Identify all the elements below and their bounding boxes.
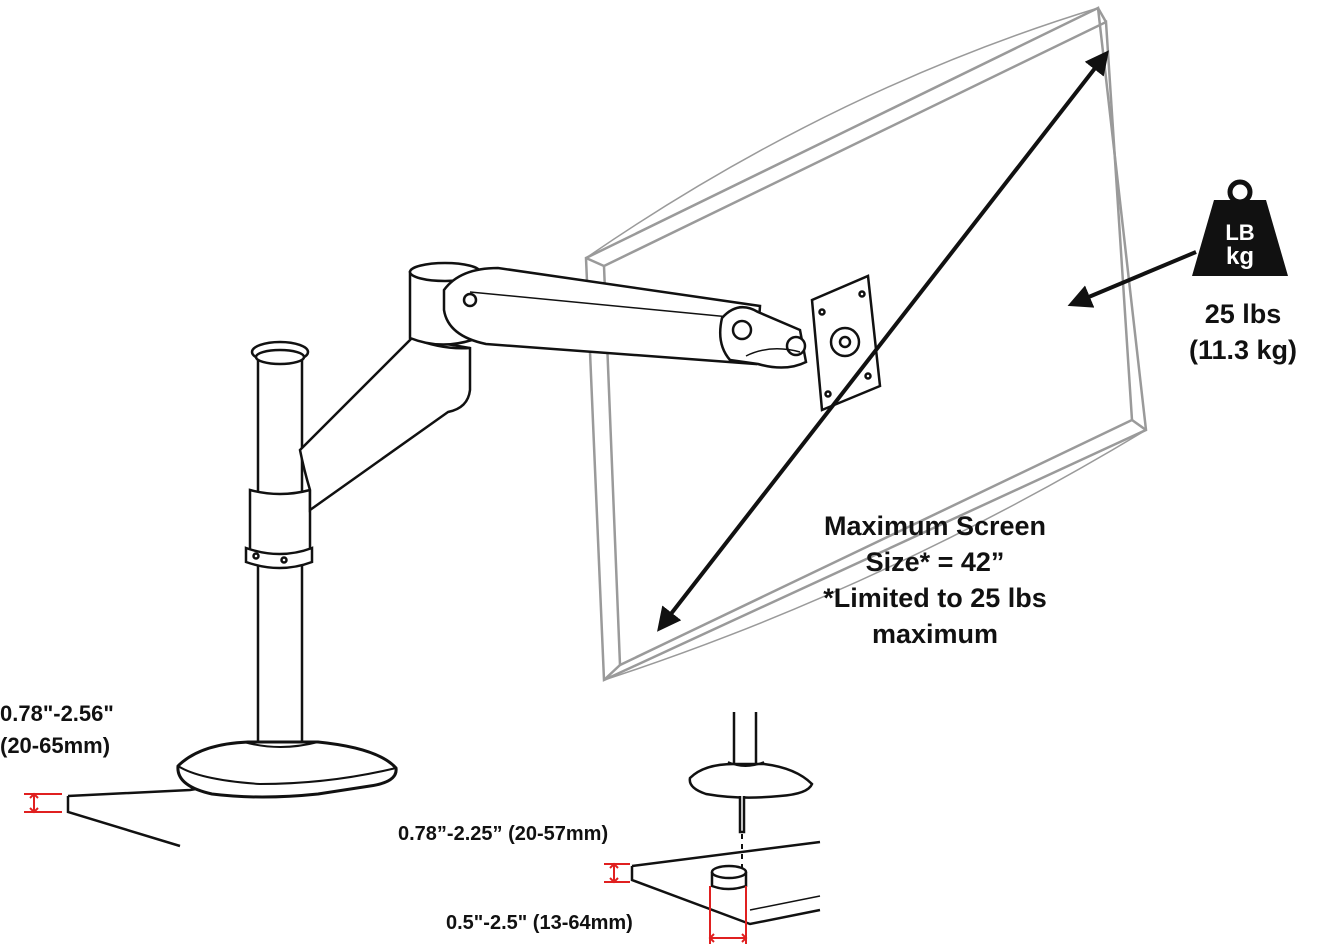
hole-range-label: 0.5"-2.5" (13-64mm) [446, 909, 633, 937]
screen-size-line4: maximum [871, 619, 999, 649]
screen-size-line2: Size* = 42” [865, 547, 1005, 577]
upper-arm [442, 266, 762, 366]
lower-arm [298, 336, 472, 513]
grommet-range-text: 0.78”-2.25” (20-57mm) [398, 823, 609, 845]
weight-icon-bottom-text: kg [1226, 243, 1254, 270]
tilt-mechanism [719, 305, 808, 369]
grommet-thickness-dimension [604, 862, 630, 884]
desk-right [630, 840, 821, 926]
weight-icon: LB kg [1192, 179, 1288, 276]
hole-range-text: 0.5"-2.5" (13-64mm) [446, 912, 633, 934]
grommet-hole [710, 864, 748, 891]
screen-size-line3: *Limited to 25 lbs [823, 583, 1047, 613]
weight-capacity-label: 25 lbs (11.3 kg) [1168, 296, 1318, 368]
grommet-mount [688, 712, 814, 834]
weight-capacity-line1: 25 lbs [1204, 299, 1282, 329]
hole-diameter-dimension [708, 886, 748, 944]
weight-icon-top-text: LB [1225, 220, 1254, 245]
clamp-range-line1: 0.78"-2.56" [0, 701, 114, 726]
weight-capacity-line2: (11.3 kg) [1188, 335, 1298, 365]
grommet-range-label: 0.78”-2.25” (20-57mm) [398, 820, 608, 848]
weight-arrow [1067, 250, 1197, 308]
clamp-range-label: 0.78"-2.56" (20-65mm) [0, 698, 114, 762]
screen-size-arrow [657, 50, 1109, 632]
clamp-thickness-dimension [24, 792, 62, 814]
screen-size-line1: Maximum Screen [823, 511, 1047, 541]
screen-size-label: Maximum Screen Size* = 42” *Limited to 2… [790, 508, 1080, 652]
pole-collar [244, 488, 314, 570]
clamp-range-line2: (20-65mm) [0, 733, 111, 758]
monitor-arm-base [176, 740, 398, 799]
